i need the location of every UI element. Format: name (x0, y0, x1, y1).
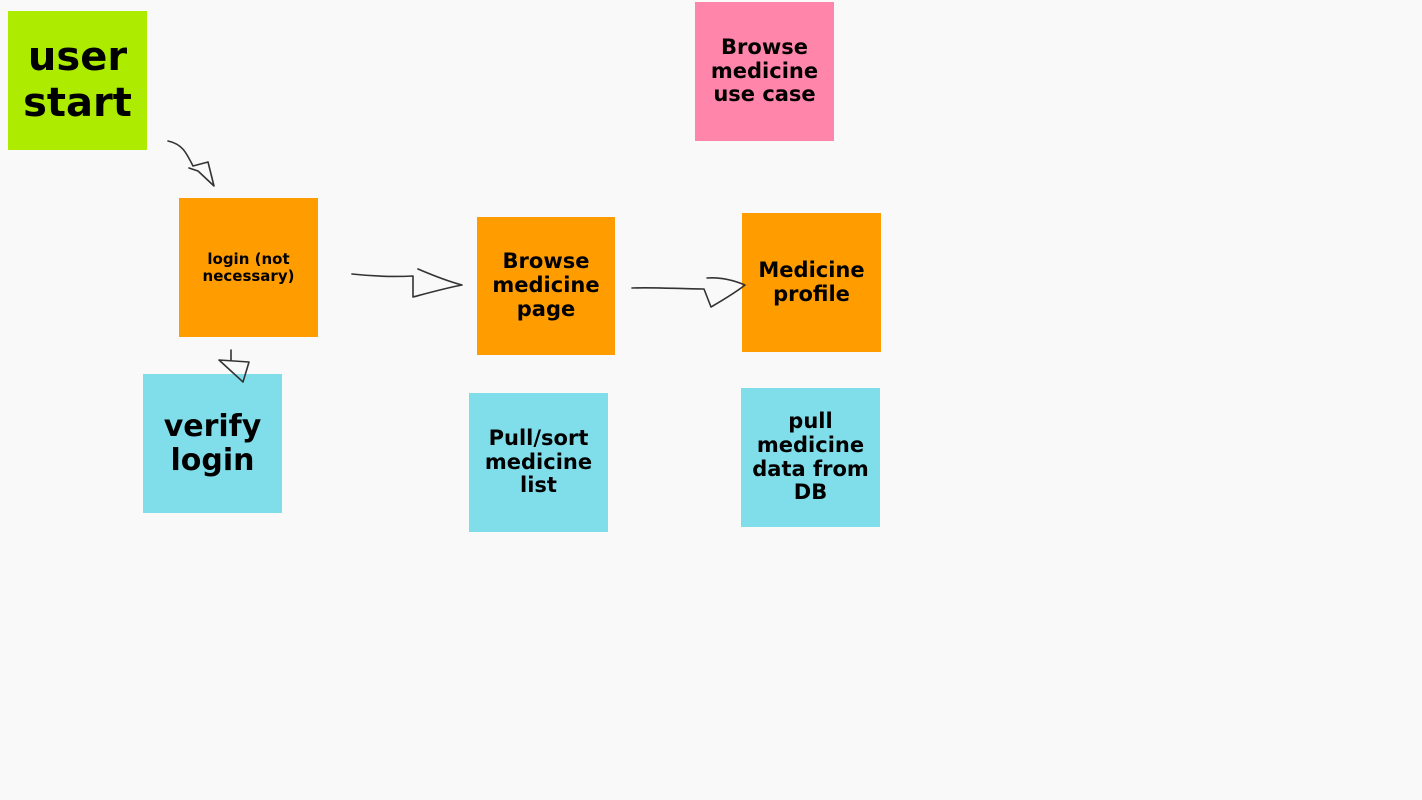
sticky-note-pull-sort-list[interactable]: Pull/sort medicine list (469, 393, 608, 532)
sticky-note-user-start[interactable]: user start (8, 11, 147, 150)
sticky-note-text: Medicine profile (758, 257, 865, 306)
arrow-user-start-to-login[interactable] (167, 140, 215, 187)
sticky-note-text: verify login (163, 408, 262, 478)
sticky-note-login[interactable]: login (not necessary) (179, 198, 318, 337)
sticky-note-browse-medicine-page[interactable]: Browse medicine page (477, 217, 615, 355)
sticky-note-pull-medicine-data[interactable]: pull medicine data from DB (741, 388, 880, 527)
sticky-note-text: Browse medicine page (492, 249, 600, 321)
sticky-note-text: login (not necessary) (202, 249, 295, 285)
sticky-note-text: Browse medicine use case (710, 34, 819, 107)
sticky-note-verify-login[interactable]: verify login (143, 374, 282, 513)
arrow-browse-page-to-medicine-profile[interactable] (631, 277, 746, 308)
arrow-login-to-browse-page[interactable] (351, 268, 463, 298)
sticky-note-medicine-profile[interactable]: Medicine profile (742, 213, 881, 352)
sticky-note-text: pull medicine data from DB (752, 409, 869, 505)
sticky-note-use-case-title[interactable]: Browse medicine use case (695, 2, 834, 141)
sticky-note-text: user start (23, 34, 132, 126)
sticky-note-text: Pull/sort medicine list (484, 425, 593, 498)
